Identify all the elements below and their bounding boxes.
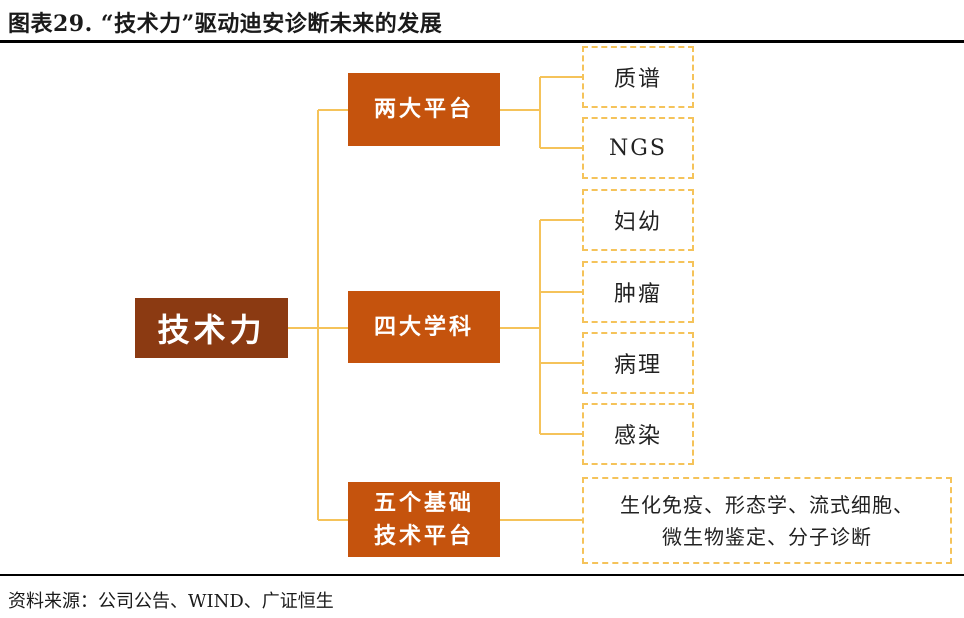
root-node: 技术力 xyxy=(135,298,288,358)
top-rule xyxy=(0,40,964,43)
leaf-node: 病理 xyxy=(582,332,694,394)
leaf-node: 质谱 xyxy=(582,46,694,108)
branch-node-disciplines: 四大学科 xyxy=(348,291,500,363)
leaf-node: 妇幼 xyxy=(582,189,694,251)
figure-title: 图表29. “技术力”驱动迪安诊断未来的发展 xyxy=(8,11,443,37)
leaf-node: 肿瘤 xyxy=(582,261,694,323)
leaf-node: 感染 xyxy=(582,403,694,465)
bottom-rule xyxy=(0,574,964,576)
branch-node-tech-platforms: 五个基础 技术平台 xyxy=(348,482,500,557)
branch-node-platforms: 两大平台 xyxy=(348,73,500,146)
leaf-node: NGS xyxy=(582,117,694,179)
leaf-node-wide: 生化免疫、形态学、流式细胞、 微生物鉴定、分子诊断 xyxy=(582,477,952,564)
source-note: 资料来源：公司公告、WIND、广证恒生 xyxy=(8,591,334,612)
